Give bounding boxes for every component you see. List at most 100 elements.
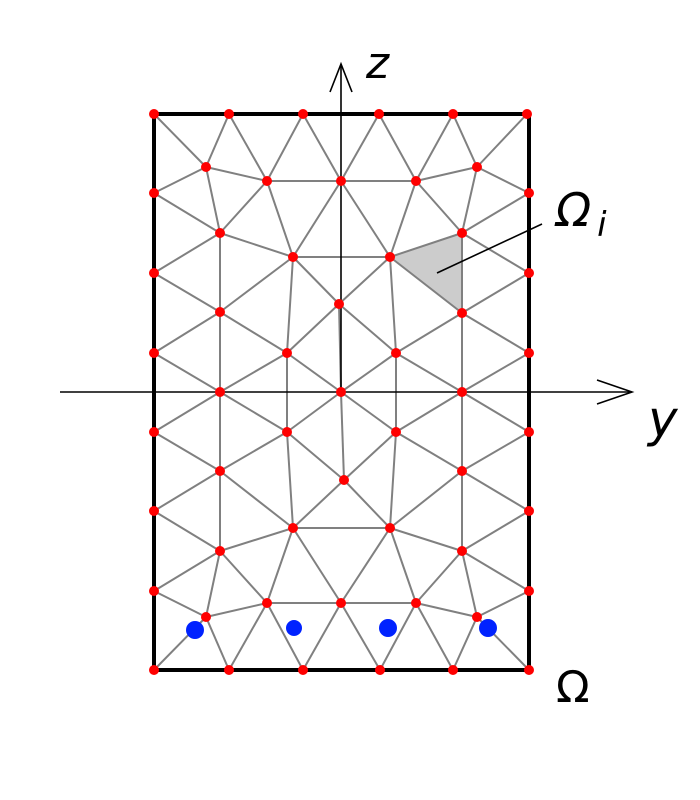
mesh-edge	[153, 272, 221, 313]
mesh-node	[524, 348, 534, 358]
mesh-edge	[292, 180, 342, 258]
mesh-node	[524, 188, 534, 198]
domain-label: Ω	[556, 662, 590, 713]
mesh-edge	[205, 166, 268, 182]
mesh-edge	[343, 431, 397, 481]
mesh-node	[375, 665, 385, 675]
mesh-node	[524, 268, 534, 278]
mesh-edge	[153, 550, 221, 592]
mesh-node	[524, 665, 534, 675]
mesh-edge	[266, 113, 304, 182]
mesh-node	[149, 188, 159, 198]
mesh-edge	[415, 166, 478, 182]
mesh-node	[472, 162, 482, 172]
mesh-edge	[343, 479, 391, 529]
mesh-node	[201, 162, 211, 172]
mesh-node	[457, 546, 467, 556]
mesh-node	[149, 268, 159, 278]
mesh-edge	[153, 590, 207, 618]
mesh-edge	[219, 470, 294, 529]
mesh-edge	[389, 256, 463, 314]
mesh-edge	[415, 180, 463, 234]
mesh-node	[336, 598, 346, 608]
mesh-edge	[389, 527, 463, 552]
mesh-edge	[338, 256, 391, 305]
mesh-edge	[389, 180, 417, 258]
mesh-edge	[415, 550, 463, 604]
mesh-edge	[153, 192, 221, 234]
mesh-node	[391, 348, 401, 358]
mesh-edge	[286, 391, 342, 433]
mesh-node	[336, 387, 346, 397]
mesh-edge	[461, 166, 478, 234]
mesh-edge	[340, 352, 397, 393]
mesh-node	[457, 308, 467, 318]
mesh-edge	[219, 527, 294, 552]
mesh-edges	[153, 113, 530, 671]
mesh-edge	[395, 391, 463, 433]
mesh-edge	[389, 431, 397, 529]
mesh-edge	[461, 510, 530, 552]
mesh-edge	[219, 180, 268, 234]
mesh-edge	[205, 166, 221, 234]
mesh-node	[524, 427, 534, 437]
mesh-node	[524, 506, 534, 516]
mesh-node	[201, 612, 211, 622]
mesh-edge	[153, 391, 221, 433]
mesh-node	[457, 228, 467, 238]
y-axis-label: y	[646, 390, 679, 448]
mesh-edge	[153, 113, 207, 168]
mesh-edge	[415, 602, 478, 618]
mesh-node	[385, 252, 395, 262]
mesh-node	[149, 109, 159, 119]
mesh-edge	[266, 527, 294, 604]
mesh-node	[391, 427, 401, 437]
mesh-edge	[340, 113, 380, 182]
mesh-edge	[205, 113, 230, 168]
mesh-edge	[461, 391, 530, 433]
mesh-node	[298, 109, 308, 119]
mesh-edge	[461, 192, 530, 234]
mesh-node	[149, 665, 159, 675]
mesh-edge	[286, 431, 345, 481]
mesh-edge	[266, 602, 304, 671]
mesh-edge	[286, 303, 340, 354]
mesh-node	[298, 665, 308, 675]
mesh-edge	[153, 232, 221, 274]
mesh-edge	[205, 602, 268, 618]
mesh-node	[522, 109, 532, 119]
mesh-node	[262, 598, 272, 608]
mesh-edge	[395, 352, 463, 393]
mesh-edge	[415, 113, 454, 182]
mesh-edge	[153, 431, 221, 472]
mesh-node	[282, 427, 292, 437]
mesh-node	[457, 387, 467, 397]
mesh-node	[215, 546, 225, 556]
mesh-edge	[292, 527, 342, 604]
mesh-edge	[266, 180, 294, 258]
mesh-edge	[205, 616, 230, 671]
mesh-node	[374, 109, 384, 119]
mesh-node	[339, 475, 349, 485]
mesh-edge	[389, 470, 463, 529]
mesh-edge	[228, 602, 268, 671]
mesh-edge	[219, 550, 268, 604]
mesh-edge	[461, 312, 530, 354]
element-label-subscript: i	[597, 205, 607, 245]
z-axis-label: z	[365, 38, 390, 89]
mesh-node	[336, 176, 346, 186]
gauss-point	[186, 621, 204, 639]
mesh-edge	[340, 527, 391, 604]
mesh-node	[149, 506, 159, 516]
mesh-node	[215, 307, 225, 317]
mesh-node	[288, 252, 298, 262]
mesh-edge	[292, 479, 345, 529]
mesh-edge	[461, 272, 530, 314]
mesh-node	[215, 466, 225, 476]
mesh-edge	[461, 431, 530, 472]
mesh-node	[215, 387, 225, 397]
element-label-main: Ω	[554, 183, 591, 237]
mesh-edge	[461, 550, 530, 592]
mesh-node	[282, 348, 292, 358]
